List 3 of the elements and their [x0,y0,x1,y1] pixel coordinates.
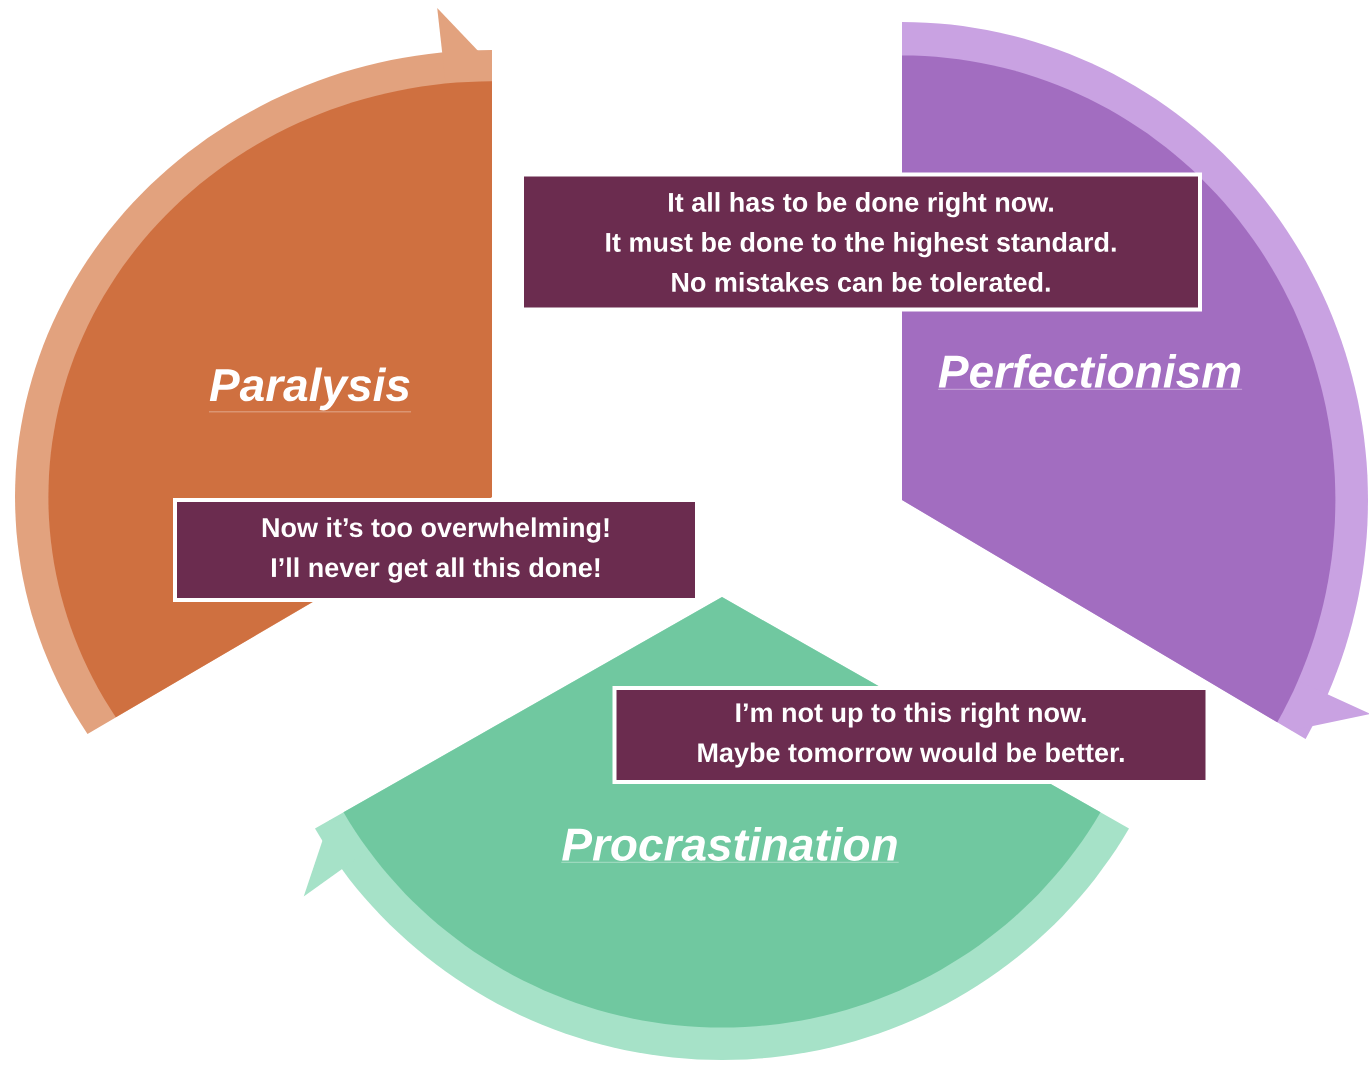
callout-box: I’m not up to this right now. Maybe tomorrow would be better. [612,686,1210,784]
callout-box: Now it’s too overwhelming! I’ll never get all this done! [173,498,699,602]
callout-box: It all has to be done right now. It must be done to the highest standard. No mistakes can be tolerated. [520,172,1202,312]
